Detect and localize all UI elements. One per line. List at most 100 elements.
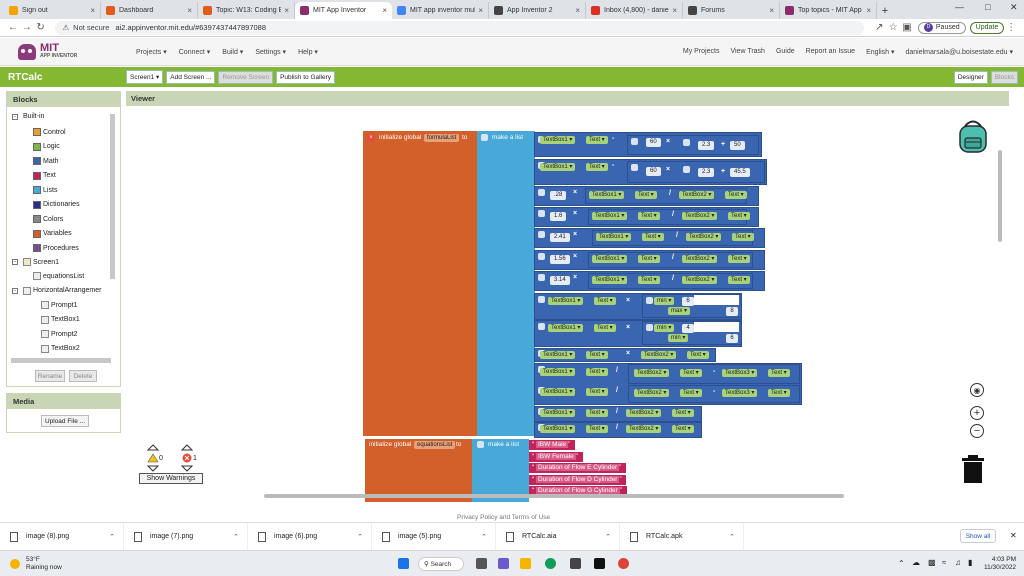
text-property-field[interactable]: Text ▾	[586, 425, 608, 433]
number-input[interactable]: 3.14	[550, 276, 570, 285]
text-property-field[interactable]: Text ▾	[586, 163, 608, 171]
browser-tab[interactable]: Inbox (4,800) - daniel×	[586, 2, 683, 19]
tree-row[interactable]: TextBox1	[41, 315, 80, 324]
text-property-field[interactable]: Text ▾	[728, 212, 750, 220]
min-field[interactable]: min ▾	[654, 324, 675, 332]
textbox1-field[interactable]: TextBox1 ▾	[548, 324, 584, 332]
textbox1-field[interactable]: TextBox1 ▾	[592, 255, 628, 263]
textbox1-field[interactable]: TextBox1 ▾	[592, 276, 628, 284]
text-property-field[interactable]: Text ▾	[768, 369, 790, 377]
trash-icon[interactable]	[961, 455, 985, 483]
textbox2-field[interactable]: TextBox2 ▾	[641, 351, 677, 359]
text-property-field[interactable]: Text ▾	[728, 276, 750, 284]
text-property-field[interactable]: Text ▾	[638, 212, 660, 220]
right-menu-item[interactable]: English ▾	[866, 48, 895, 56]
make-a-list-block[interactable]	[477, 131, 535, 436]
empty-socket[interactable]	[694, 295, 739, 305]
tree-row[interactable]: Logic	[33, 142, 60, 151]
text-property-field[interactable]: Text ▾	[594, 324, 616, 332]
string-value[interactable]: Duration of Flow G Cylinder	[536, 487, 620, 494]
cloud-icon[interactable]: ☁	[912, 558, 920, 567]
textbox1-field[interactable]: TextBox1 ▾	[589, 191, 625, 199]
new-tab-button[interactable]: +	[881, 4, 889, 17]
menu-item[interactable]: Projects ▾	[136, 48, 167, 56]
tree-row[interactable]: Control	[33, 128, 66, 136]
text-property-field[interactable]: Text ▾	[672, 409, 694, 417]
mutator-gear-icon[interactable]	[538, 296, 545, 303]
publish-gallery-button[interactable]: Publish to Gallery	[276, 70, 336, 84]
text-property-field[interactable]: Text ▾	[687, 351, 709, 359]
chat-icon[interactable]	[498, 558, 509, 569]
app-icon[interactable]	[594, 558, 605, 569]
screen-select-button[interactable]: Screen1 ▾	[126, 70, 164, 84]
empty-socket[interactable]	[694, 322, 739, 332]
remove-screen-button[interactable]: Remove Screen	[218, 70, 274, 84]
variable-name-field[interactable]: formulaList	[424, 134, 460, 142]
number-input[interactable]: 2.41	[550, 233, 570, 242]
mutator-gear-icon[interactable]	[631, 164, 638, 171]
string-block[interactable]: “Duration of Flow G Cylinder”	[529, 486, 627, 496]
textbox2-field[interactable]: TextBox2 ▾	[634, 389, 670, 397]
tree-row[interactable]: Prompt1	[41, 301, 77, 309]
number-input[interactable]: 50	[730, 141, 745, 150]
collapse-icon[interactable]: −	[12, 287, 18, 294]
minimize-icon[interactable]: —	[955, 2, 964, 12]
mutator-gear-icon[interactable]	[538, 323, 545, 330]
mutator-gear-icon[interactable]	[538, 189, 545, 196]
windows-start-icon[interactable]	[398, 558, 409, 569]
weather-widget[interactable]: 53°F Raining now	[10, 556, 62, 572]
menu-item[interactable]: Settings ▾	[255, 48, 287, 56]
tree-row[interactable]: TextBox2	[41, 344, 80, 353]
download-item[interactable]: image (8).png⌃	[0, 522, 124, 551]
min-field[interactable]: min ▾	[654, 297, 675, 305]
textbox1-field[interactable]: TextBox1 ▾	[540, 388, 576, 396]
rename-button[interactable]: Rename	[35, 370, 65, 382]
upload-file-button[interactable]: Upload File ...	[41, 415, 89, 427]
tree-hscrollbar[interactable]	[11, 358, 111, 363]
download-options-icon[interactable]: ⌃	[233, 533, 239, 541]
browser-tab[interactable]: Topic: W13: Coding Bl×	[198, 2, 295, 19]
tree-row[interactable]: Text	[33, 171, 56, 180]
mutator-gear-icon[interactable]	[683, 166, 690, 173]
string-block[interactable]: “IBW Female”	[529, 451, 583, 462]
download-item[interactable]: image (6).png⌃	[248, 522, 372, 551]
mutator-gear-icon[interactable]	[646, 297, 653, 304]
show-all-downloads-button[interactable]: Show all	[960, 529, 996, 543]
download-options-icon[interactable]: ⌃	[605, 533, 611, 541]
right-menu-item[interactable]: Report an Issue	[805, 47, 856, 55]
number-input[interactable]: 1.6	[550, 212, 567, 221]
chrome-icon[interactable]	[618, 558, 629, 569]
zoom-in-icon[interactable]: +	[970, 406, 984, 420]
browser-tab[interactable]: Sign out×	[4, 2, 101, 19]
string-value[interactable]: IBW Female	[536, 452, 576, 460]
text-property-field[interactable]: Text ▾	[680, 389, 702, 397]
warning-nav-arrows-icon[interactable]	[147, 444, 159, 472]
blocks-button[interactable]: Blocks	[990, 70, 1018, 84]
browser-tab[interactable]: App Inventor 2×	[489, 2, 586, 19]
text-property-field[interactable]: Text ▾	[586, 388, 608, 396]
textbox1-field[interactable]: TextBox1 ▾	[540, 425, 576, 433]
taskbar-search[interactable]: ⚲ Search	[418, 557, 464, 571]
text-property-field[interactable]: Text ▾	[586, 136, 608, 144]
number-input[interactable]: 1.56	[550, 255, 570, 264]
string-block[interactable]: “Duration of Flow E Cylinder”	[529, 463, 627, 473]
textbox2-field[interactable]: TextBox2 ▾	[679, 191, 715, 199]
textbox1-field[interactable]: TextBox1 ▾	[540, 136, 576, 144]
number-input[interactable]: 6	[682, 297, 694, 306]
download-item[interactable]: RTCalc.aia⌃	[496, 522, 620, 551]
text-property-field[interactable]: Text ▾	[642, 233, 664, 241]
menu-item[interactable]: Build ▾	[222, 48, 244, 56]
close-window-icon[interactable]: ✕	[1010, 2, 1018, 12]
textbox2-field[interactable]: TextBox2 ▾	[682, 276, 718, 284]
tab-close-icon[interactable]: ×	[382, 6, 387, 15]
tree-row[interactable]: −Built-in	[12, 113, 44, 120]
volume-icon[interactable]: ♫	[955, 558, 961, 567]
textbox1-field[interactable]: TextBox1 ▾	[540, 163, 576, 171]
text-property-field[interactable]: Text ▾	[725, 191, 747, 199]
mutator-gear-icon[interactable]	[538, 253, 545, 260]
nested-subtract-block[interactable]	[628, 385, 800, 403]
mutator-gear-icon[interactable]	[477, 441, 484, 448]
menu-item[interactable]: Help ▾	[298, 48, 318, 56]
mutator-gear-icon[interactable]	[538, 274, 545, 281]
mutator-gear-icon[interactable]	[481, 134, 488, 141]
